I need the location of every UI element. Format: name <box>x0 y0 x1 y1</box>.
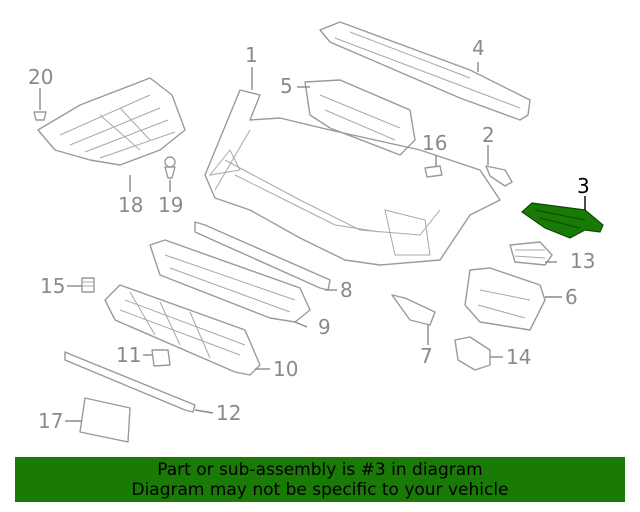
callout-2: 2 <box>482 123 495 147</box>
garnish-8-part <box>194 221 331 291</box>
under-cover-part <box>37 77 186 166</box>
fastener-20 <box>33 111 47 121</box>
clip-11-part <box>151 349 171 367</box>
callout-3: 3 <box>577 174 590 198</box>
parts-diagram: 1 2 3 4 5 6 7 8 9 10 11 12 13 14 15 16 1… <box>28 21 604 443</box>
bumper-cover-part <box>204 89 501 266</box>
callout-19: 19 <box>158 193 183 217</box>
reinforcement-part <box>319 21 531 121</box>
callout-17: 17 <box>38 409 63 433</box>
callout-15: 15 <box>40 274 65 298</box>
strip-12-part <box>64 351 196 413</box>
callout-1: 1 <box>245 43 258 67</box>
bracket-2-part <box>485 165 513 187</box>
cover-14-part <box>454 336 491 371</box>
callout-13: 13 <box>570 249 595 273</box>
bracket-6-part <box>464 267 546 331</box>
fastener-15 <box>81 277 95 293</box>
callout-6: 6 <box>565 285 578 309</box>
bracket-7-part <box>391 294 436 326</box>
callout-7: 7 <box>420 344 433 368</box>
callout-18: 18 <box>118 193 143 217</box>
callout-8: 8 <box>340 278 353 302</box>
callout-10: 10 <box>273 357 298 381</box>
callout-16: 16 <box>422 131 447 155</box>
info-banner: Part or sub-assembly is #3 in diagram Di… <box>15 457 625 502</box>
banner-line-2: Diagram may not be specific to your vehi… <box>131 480 509 500</box>
callout-5: 5 <box>280 74 293 98</box>
callout-9: 9 <box>318 315 331 339</box>
fastener-19 <box>164 156 176 179</box>
bracket-5-part <box>304 79 416 156</box>
support-9-part <box>149 239 311 323</box>
leader-lines <box>39 62 586 422</box>
banner-line-1: Part or sub-assembly is #3 in diagram <box>157 460 483 480</box>
highlighted-part-3 <box>521 202 604 239</box>
grille-10-part <box>104 284 261 376</box>
callout-20: 20 <box>28 65 53 89</box>
callout-14: 14 <box>506 345 531 369</box>
clip-16-part <box>424 165 443 178</box>
callout-12: 12 <box>216 401 241 425</box>
callout-11: 11 <box>116 343 141 367</box>
callout-4: 4 <box>472 36 485 60</box>
plate-bracket-17-part <box>79 397 131 443</box>
insert-13-part <box>509 241 553 266</box>
